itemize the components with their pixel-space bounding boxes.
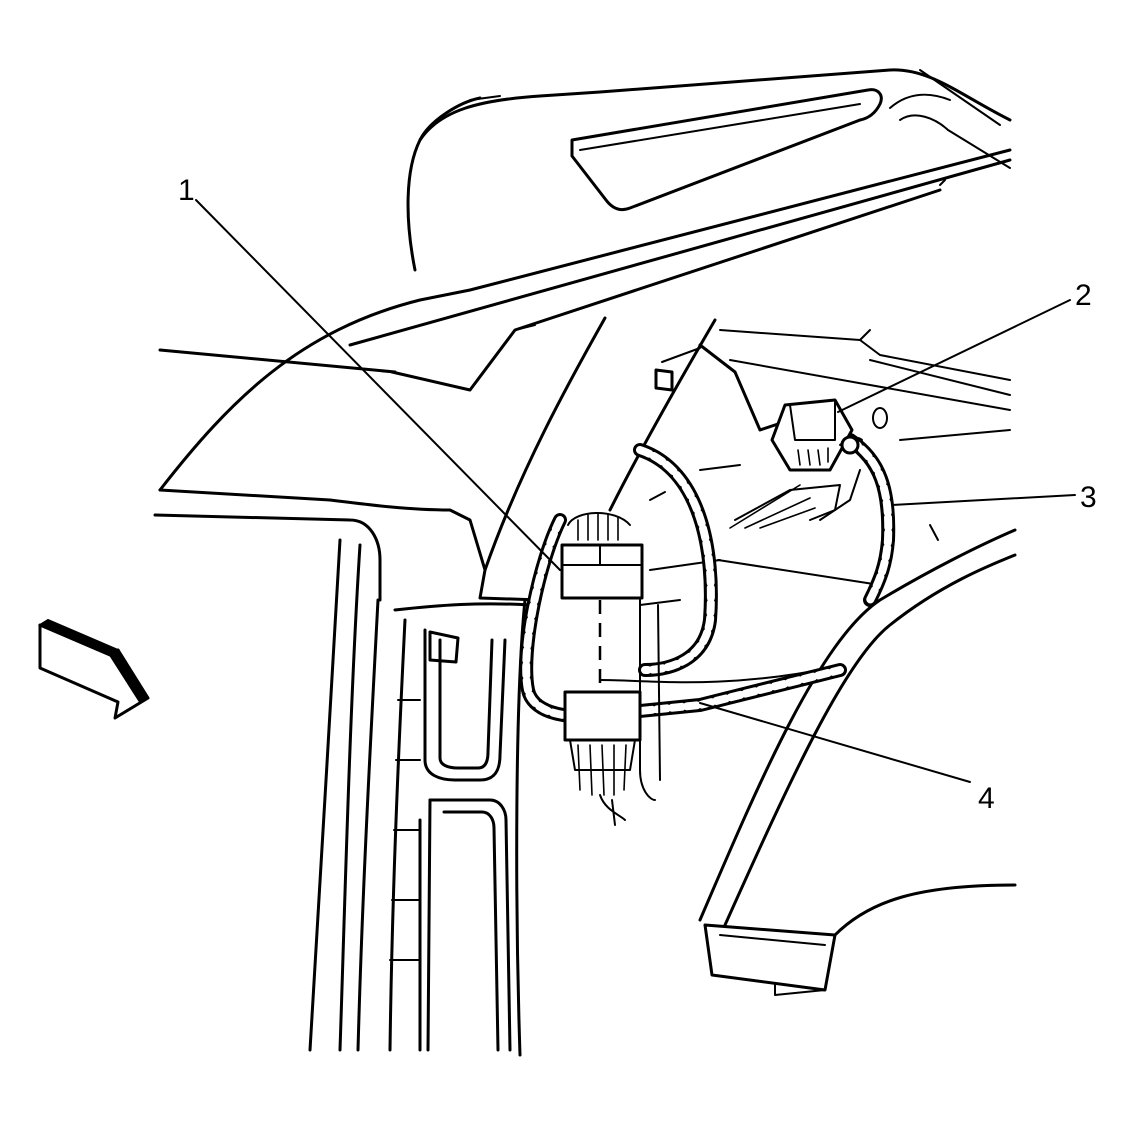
wiring-harness [519,433,896,801]
connector-4 [563,690,642,826]
roof-panel [158,68,1012,492]
rear-pillar [153,316,717,612]
leader-lines [195,199,1076,783]
leader-line-1 [195,199,561,571]
connector-2 [770,398,863,472]
cargo-area [649,329,1011,586]
callout-3: 3 [1080,481,1097,514]
arrow-icon [37,618,150,720]
leader-line-3 [891,494,1076,506]
callout-labels: 1 2 3 4 [178,174,1097,815]
callout-2: 2 [1075,279,1092,312]
connector-1 [560,512,644,690]
leader-line-2 [837,299,1071,413]
callout-4: 4 [978,782,995,815]
door-frame [308,538,527,1057]
callout-1: 1 [178,174,195,207]
wheel-well [599,528,1017,996]
leader-line-4 [699,702,971,783]
